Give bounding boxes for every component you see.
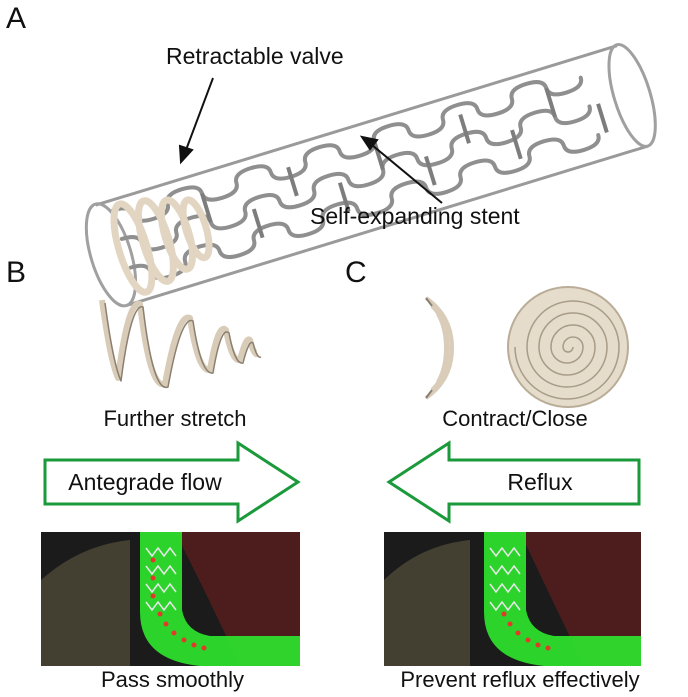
retractable-valve-label: Retractable valve	[166, 43, 344, 69]
self-expanding-stent-illustration	[84, 43, 657, 308]
retractable-valve-illustration	[110, 196, 213, 296]
reflux-render-image	[384, 532, 641, 666]
closed-valve-spiral-disc	[507, 286, 629, 408]
panel-b-letter: B	[6, 256, 27, 289]
antegrade-flow-label: Antegrade flow	[68, 469, 222, 495]
further-stretch-caption: Further stretch	[103, 406, 247, 431]
antegrade-flow-arrow	[43, 440, 301, 524]
prevent-reflux-caption: Prevent reflux effectively	[400, 667, 640, 692]
contracted-valve-side-illustration	[424, 296, 455, 400]
contract-close-caption: Contract/Close	[442, 406, 588, 431]
panel-c-letter: C	[345, 256, 367, 289]
antegrade-render-image	[41, 532, 300, 666]
stretched-valve-illustration	[99, 299, 262, 389]
self-expanding-stent-label: Self-expanding stent	[310, 203, 520, 229]
pass-smoothly-caption: Pass smoothly	[100, 667, 245, 692]
reflux-label: Reflux	[507, 469, 573, 495]
reflux-arrow	[386, 440, 641, 524]
panel-a-letter: A	[6, 2, 27, 35]
